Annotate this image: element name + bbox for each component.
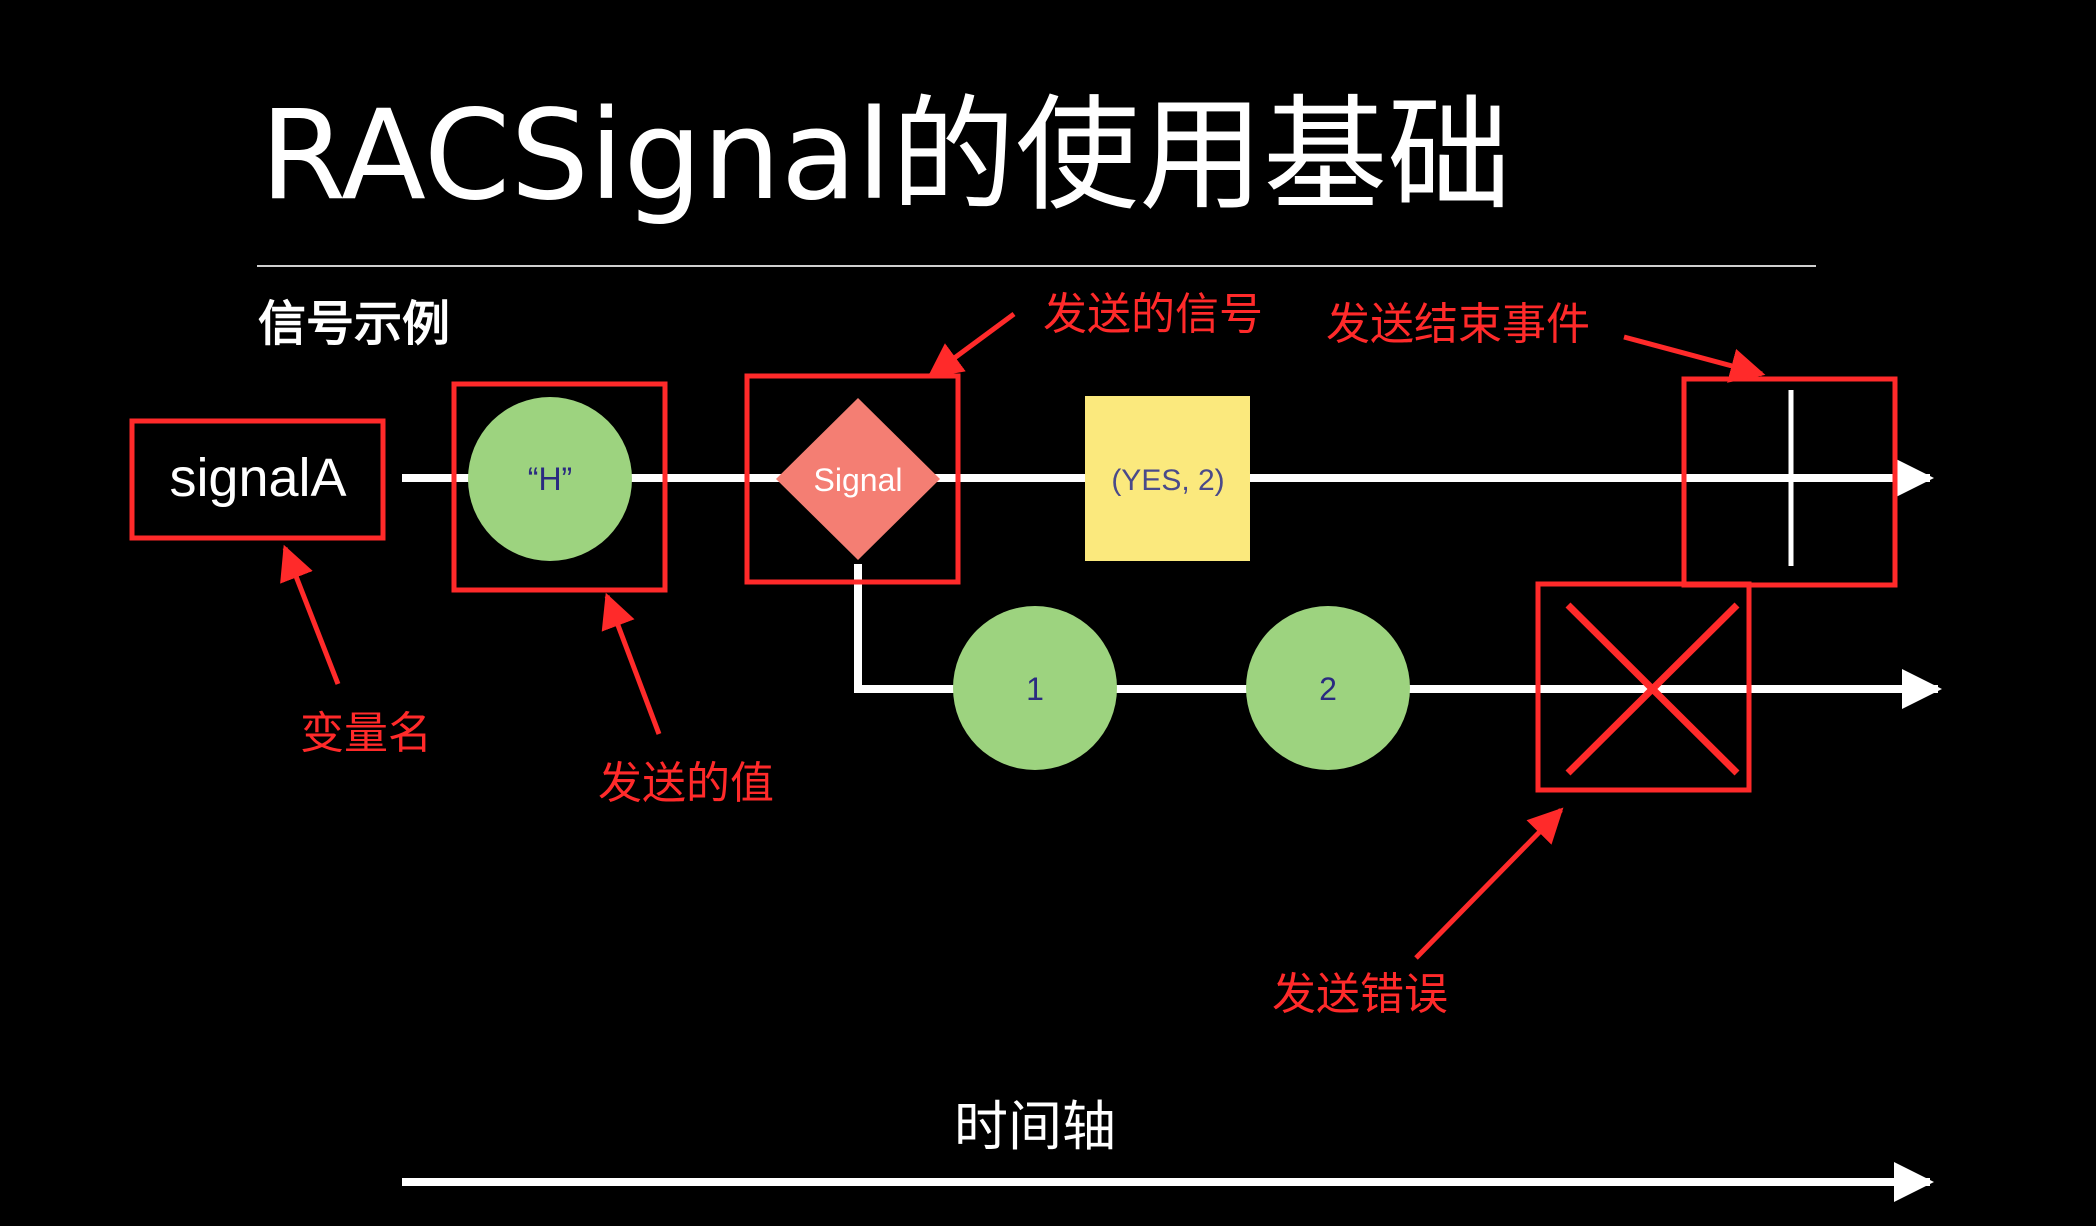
variable-name-arrow xyxy=(280,544,341,685)
sent-value-arrow xyxy=(601,592,662,735)
inner-value-1-label: 1 xyxy=(1026,671,1044,707)
signal-node-label: Signal xyxy=(814,462,903,498)
timeline-label: 时间轴 xyxy=(954,1095,1116,1158)
annotation-sent-value: 发送的值 xyxy=(598,758,774,809)
signal-diamond xyxy=(776,398,940,560)
inner-value-circle-2 xyxy=(1246,606,1410,770)
inner-signal-line xyxy=(854,564,1942,709)
value-h-label: “H” xyxy=(528,461,572,497)
inner-value-circle-1 xyxy=(953,606,1117,770)
sent-signal-arrow xyxy=(927,311,1016,379)
value-circle-h xyxy=(468,397,632,561)
slide-subtitle: 信号示例 xyxy=(258,296,450,352)
sent-complete-arrow xyxy=(1623,334,1766,383)
sent-error-box xyxy=(1535,581,1752,793)
tuple-value-square xyxy=(1085,396,1250,561)
tuple-value-label: (YES, 2) xyxy=(1111,464,1224,497)
sent-signal-box xyxy=(744,373,961,585)
variable-name-box xyxy=(129,418,386,541)
annotation-sent-error: 发送错误 xyxy=(1272,969,1448,1020)
inner-value-2-label: 2 xyxy=(1319,671,1337,707)
sent-error-arrow xyxy=(1414,807,1564,960)
slide-title: RACSignal的使用基础 xyxy=(260,84,1511,228)
sent-complete-box xyxy=(1681,376,1898,588)
annotation-sent-complete: 发送结束事件 xyxy=(1326,299,1590,350)
annotation-variable-name: 变量名 xyxy=(300,708,432,759)
variable-name-label: signalA xyxy=(169,448,346,508)
error-cross-icon xyxy=(1565,602,1740,776)
annotation-sent-signal: 发送的信号 xyxy=(1043,289,1263,340)
sent-value-box xyxy=(451,381,668,593)
